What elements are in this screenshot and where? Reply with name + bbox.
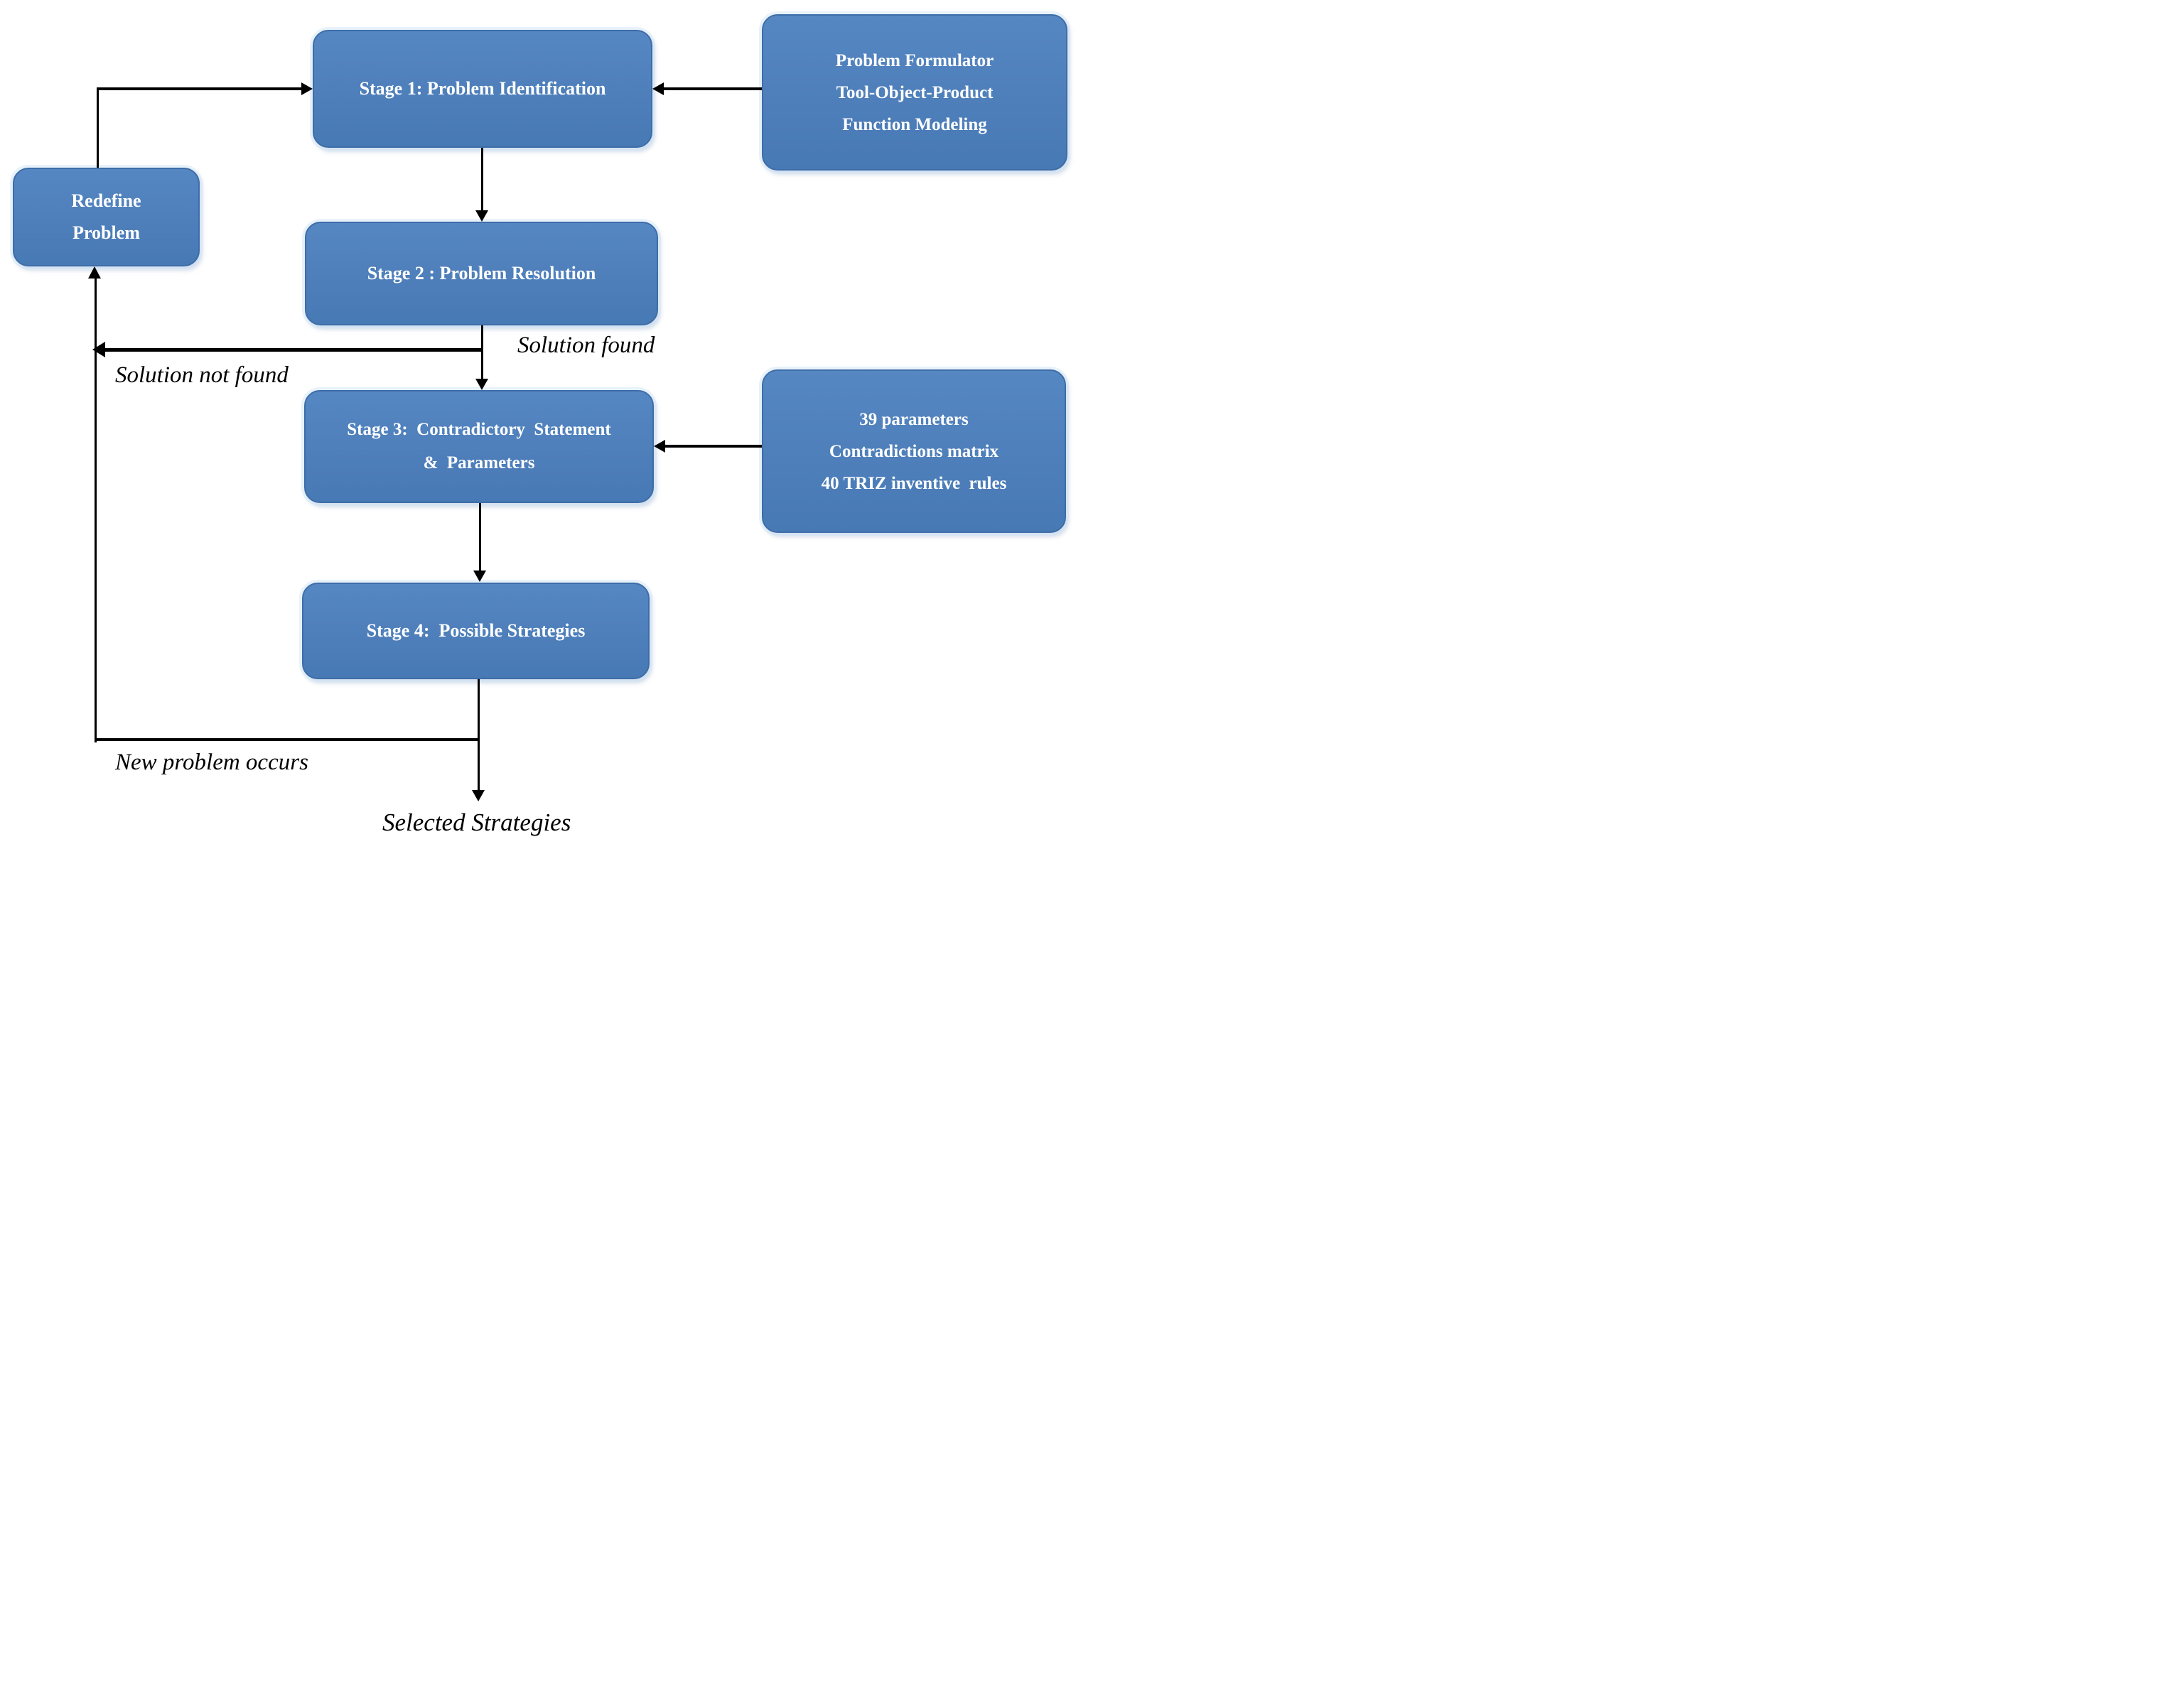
connector-redefine-to-stage1-horizontal [97,87,301,90]
label-solution-found: Solution found [517,333,655,358]
connector-feedback-vertical [95,279,97,742]
node-stage1-problem-identification: Stage 1: Problem Identification [313,30,652,148]
node-redefine-problem: Redefine Problem [13,168,200,266]
triz-process-flowchart: Stage 1: Problem Identification Problem … [0,0,1084,854]
node-stage4-possible-strategies: Stage 4: Possible Strategies [302,583,650,679]
connector-stage3-to-stage4 [479,503,481,571]
arrowhead-into-selected-strategies-icon [472,790,485,801]
node-stage2-problem-resolution: Stage 2 : Problem Resolution [305,222,658,325]
arrowhead-into-stage1-left-icon [301,82,313,95]
arrowhead-into-stage4-icon [473,571,486,582]
label-selected-strategies: Selected Strategies [382,809,571,836]
arrowhead-into-stage3-right-icon [654,440,665,453]
connector-redefine-to-stage1-vertical [97,90,99,168]
triz-line-1: 39 parameters [859,409,969,429]
connector-stage1-to-stage2 [481,148,483,210]
node-triz-resources: 39 parameters Contradictions matrix 40 T… [762,369,1066,533]
stage3-line-2: & Parameters [423,453,535,472]
connector-solution-not-found-branch [105,348,483,352]
node-stage3-contradictory-statement: Stage 3: Contradictory Statement & Param… [304,390,654,503]
formulator-line-2: Tool-Object-Product [836,82,994,102]
connector-stage2-to-stage3 [481,325,483,379]
label-new-problem-occurs: New problem occurs [115,750,308,775]
node-stage2-label: Stage 2 : Problem Resolution [367,263,596,283]
label-solution-not-found: Solution not found [115,362,289,388]
node-problem-formulator: Problem Formulator Tool-Object-Product F… [762,14,1067,171]
redefine-line-2: Problem [72,222,140,243]
arrowhead-into-redefine-icon [88,266,101,279]
formulator-line-3: Function Modeling [842,114,987,134]
stage3-line-1: Stage 3: Contradictory Statement [347,420,611,440]
triz-line-3: 40 TRIZ inventive rules [821,473,1007,493]
arrowhead-into-stage1-right-icon [652,82,664,95]
node-stage1-label: Stage 1: Problem Identification [359,78,606,99]
arrowhead-into-stage3-icon [475,379,488,390]
node-stage4-label: Stage 4: Possible Strategies [366,620,586,641]
arrowhead-into-stage2-icon [475,210,488,222]
formulator-line-1: Problem Formulator [835,50,994,70]
connector-formulator-to-stage1 [664,87,762,90]
connector-triz-to-stage3 [665,445,762,448]
redefine-line-1: Redefine [71,190,141,212]
connector-new-problem-branch [95,738,479,741]
triz-line-2: Contradictions matrix [829,441,999,461]
connector-stage4-to-selected [478,679,480,790]
